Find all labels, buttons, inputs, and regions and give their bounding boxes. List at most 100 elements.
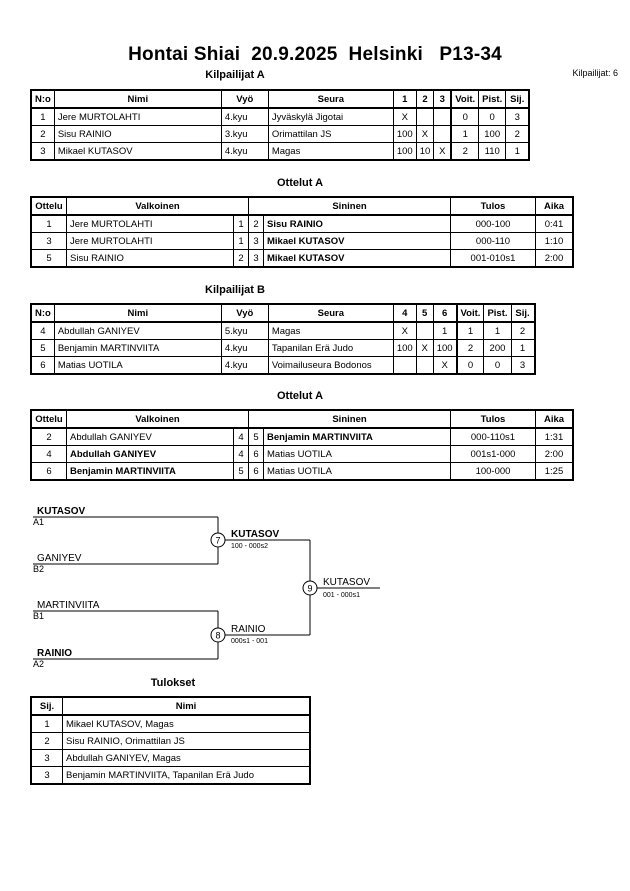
table-cell: 100: [478, 125, 507, 143]
white-number: 1: [233, 232, 249, 250]
white-number: 5: [233, 462, 249, 480]
match-9-number: 9: [307, 584, 312, 594]
table-cell: 0: [455, 356, 485, 374]
table-cell: 2: [455, 339, 485, 357]
table-cell: 10: [415, 142, 435, 160]
table-cell: 0: [478, 107, 507, 126]
column-header: Valkoinen: [66, 410, 249, 429]
column-header: Sij.: [31, 697, 63, 716]
blue-competitor: Matias UOTILA: [263, 462, 451, 480]
result-name: Benjamin MARTINVIITA, Tapanilan Erä Judo: [62, 766, 310, 784]
table-cell: 1: [510, 339, 535, 357]
white-number: 4: [233, 445, 249, 463]
match-time: 1:31: [535, 427, 573, 446]
blue-competitor: Benjamin MARTINVIITA: [263, 427, 451, 446]
table-cell: Magas: [267, 321, 394, 340]
table-cell: [415, 356, 434, 374]
table-cell: 100: [392, 339, 417, 357]
match-result: 001s1-000: [450, 445, 536, 463]
table-cell: 6: [31, 356, 55, 374]
competitor-count: Kilpailijat: 6: [572, 68, 618, 78]
table-cell: 100: [432, 339, 458, 357]
column-header-row: Sij.Nimi: [31, 697, 310, 716]
result-rank: 3: [31, 766, 63, 784]
table-cell: X: [392, 321, 417, 340]
column-header: Ottelu: [31, 410, 67, 429]
column-header: Seura: [267, 304, 394, 323]
table-cell: 1: [505, 142, 530, 160]
blue-number: 3: [248, 249, 264, 267]
column-header: Nimi: [53, 304, 222, 323]
table-cell: 3: [510, 356, 535, 374]
table-cell: 2: [31, 125, 55, 143]
match-number: 4: [31, 445, 67, 463]
column-header: N:o: [31, 304, 55, 323]
matches-a-title: Ottelut A: [276, 177, 324, 189]
column-header: 4: [392, 304, 417, 323]
result-rank: 2: [31, 732, 63, 750]
white-competitor: Abdullah GANIYEV: [66, 427, 234, 446]
column-header: Sij.: [505, 90, 530, 109]
column-header: Nimi: [53, 90, 222, 109]
semi2-top-name: MARTINVIITA: [37, 600, 100, 611]
match-result: 001-010s1: [450, 249, 536, 267]
blue-number: 5: [248, 427, 264, 446]
table-cell: 2: [510, 321, 535, 340]
table-cell: 1: [483, 321, 512, 340]
table-cell: Orimattilan JS: [267, 125, 394, 143]
table-cell: X: [432, 356, 458, 374]
match-time: 2:00: [535, 445, 573, 463]
table-cell: 100: [392, 142, 417, 160]
white-competitor: Jere MURTOLAHTI: [66, 232, 234, 250]
table-cell: Sisu RAINIO: [53, 125, 222, 143]
match-time: 2:00: [535, 249, 573, 267]
table-cell: X: [415, 125, 435, 143]
table-cell: 4: [31, 321, 55, 340]
final-score: 001 - 000s1: [323, 592, 360, 599]
semi1-top-seed: A1: [33, 517, 44, 527]
table-cell: Jere MURTOLAHTI: [53, 107, 222, 126]
table-cell: [415, 321, 434, 340]
table-cell: 200: [483, 339, 512, 357]
page-title: Hontai Shiai 20.9.2025 Helsinki P13-34: [128, 44, 502, 65]
semi2-top-seed: B1: [33, 611, 44, 621]
match-9-marker: [302, 580, 318, 596]
table-cell: Magas: [267, 142, 394, 160]
table-cell: [415, 107, 435, 126]
column-header: Pist.: [483, 304, 512, 323]
match-7-number: 7: [215, 536, 220, 546]
result-name: Sisu RAINIO, Orimattilan JS: [62, 732, 310, 750]
table-cell: Benjamin MARTINVIITA: [53, 339, 222, 357]
table-cell: Voimailuseura Bodonos: [267, 356, 394, 374]
column-header: N:o: [31, 90, 55, 109]
semi2-winner: RAINIO: [231, 624, 266, 635]
semi2-bottom-seed: A2: [33, 659, 44, 669]
column-header: 3: [433, 90, 452, 109]
white-number: 2: [233, 249, 249, 267]
match-number: 5: [31, 249, 67, 267]
table-cell: 1: [31, 107, 55, 126]
results-title: Tulokset: [150, 677, 196, 689]
column-header: Voit.: [455, 304, 485, 323]
match-number: 3: [31, 232, 67, 250]
final-winner: KUTASOV: [323, 577, 370, 588]
match-8-marker: [210, 627, 226, 643]
result-rank: 1: [31, 714, 63, 733]
table-cell: X: [433, 142, 452, 160]
